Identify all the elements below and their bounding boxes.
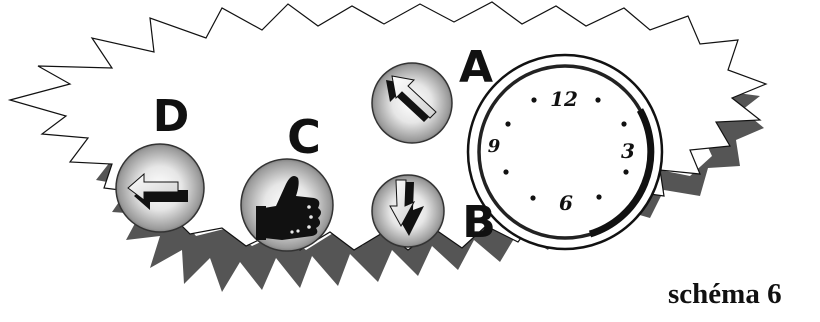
button-d — [116, 144, 204, 232]
figure-caption: schéma 6 — [668, 278, 782, 311]
clock-number-3: 3 — [621, 139, 635, 163]
clock-number-6: 6 — [559, 191, 573, 215]
button-c — [241, 159, 333, 251]
button-a — [372, 63, 452, 143]
label-b: B — [462, 197, 496, 248]
clock-number-9: 9 — [488, 136, 501, 157]
clock-number-12: 12 — [550, 87, 578, 111]
clock: 12 3 6 9 — [468, 55, 662, 249]
label-d: D — [153, 91, 190, 142]
label-c: C — [287, 110, 321, 164]
button-b — [372, 175, 444, 247]
label-a: A — [459, 42, 493, 93]
